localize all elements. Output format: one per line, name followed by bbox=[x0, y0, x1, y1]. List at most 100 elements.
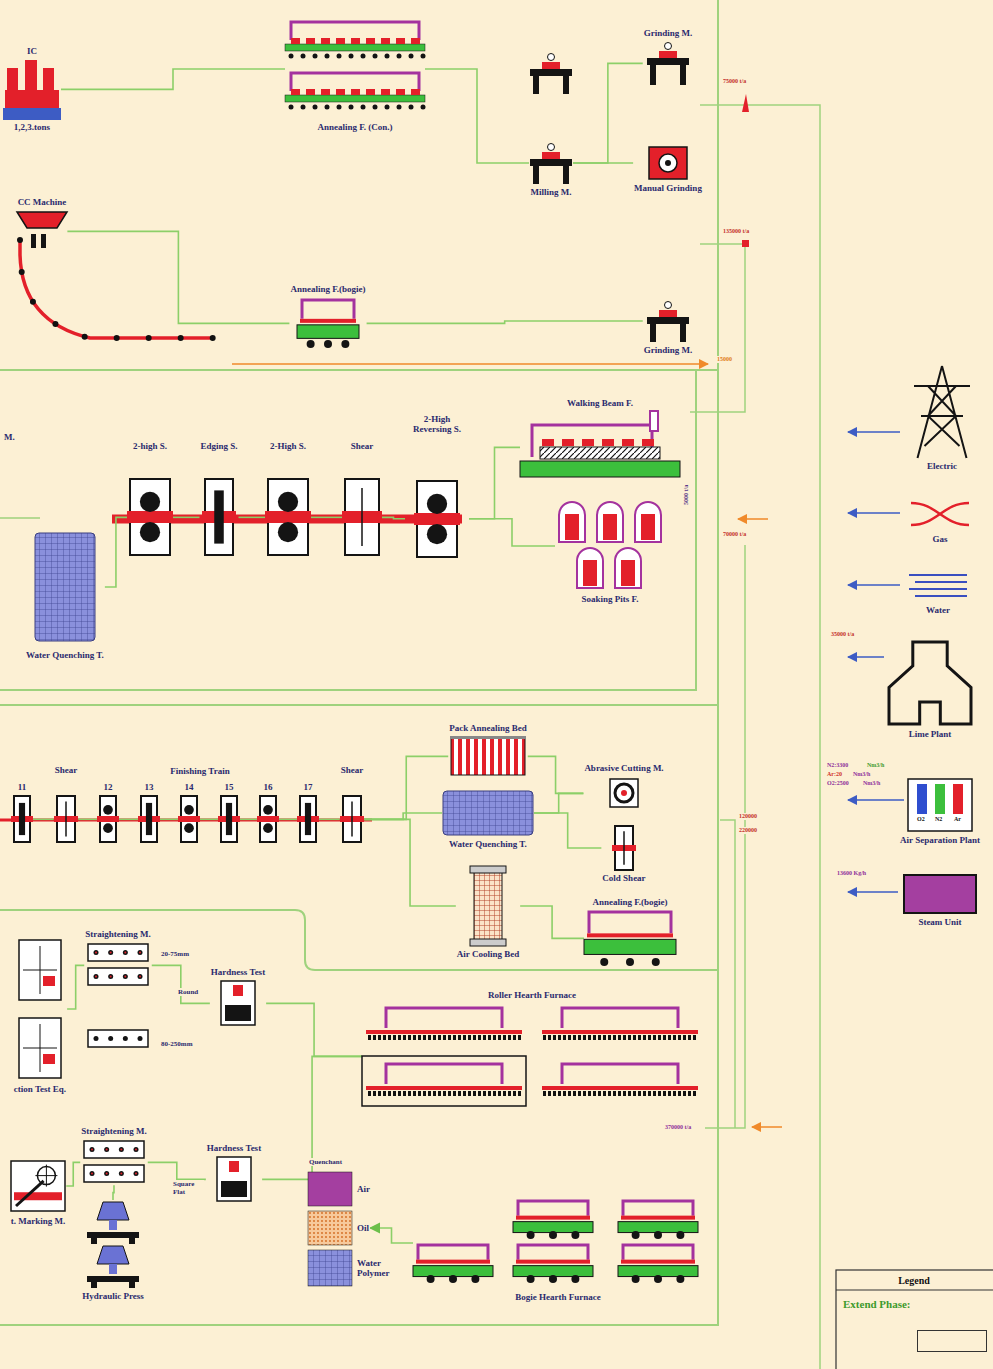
flow-connector bbox=[67, 231, 289, 323]
equipment-icon bbox=[905, 570, 971, 602]
flow-connector bbox=[173, 517, 199, 519]
equipment-icon bbox=[140, 522, 160, 542]
equipment-label: Electric bbox=[926, 461, 958, 471]
equipment-icon bbox=[95, 976, 97, 978]
equipment-label: Edging S. bbox=[199, 441, 238, 451]
machine-symbol bbox=[548, 54, 555, 61]
equipment-icon bbox=[421, 54, 426, 59]
equipment-node: 14 bbox=[178, 782, 200, 842]
equipment-icon bbox=[41, 234, 46, 248]
equipment-icon bbox=[385, 105, 390, 110]
equipment-label: Water bbox=[925, 605, 951, 615]
equipment-icon bbox=[549, 1275, 557, 1283]
equipment-icon bbox=[659, 310, 677, 317]
equipment-icon bbox=[542, 1086, 698, 1090]
equipment-icon bbox=[89, 1147, 94, 1152]
equipment-icon bbox=[127, 511, 173, 523]
annotation-label: M. bbox=[3, 432, 16, 442]
equipment-label: Annealing F.(bogie) bbox=[591, 897, 668, 907]
equipment-icon bbox=[120, 1173, 122, 1175]
equipment-icon bbox=[119, 1171, 124, 1176]
equipment-icon bbox=[104, 1147, 109, 1152]
section-panel bbox=[0, 910, 718, 970]
equipment-icon bbox=[349, 105, 354, 110]
utility-node: Steam Unit bbox=[903, 874, 977, 927]
equipment-label: t. Marking M. bbox=[10, 1216, 67, 1226]
equipment-icon bbox=[351, 802, 353, 837]
equipment-icon bbox=[366, 1030, 522, 1034]
equipment-node: Water Quenching T. bbox=[442, 790, 534, 849]
equipment-icon bbox=[626, 958, 634, 966]
equipment-icon bbox=[647, 317, 689, 324]
utility-node: Lime Plant bbox=[887, 640, 973, 739]
equipment-icon bbox=[414, 513, 460, 525]
equipment-icon bbox=[904, 875, 976, 913]
equipment-icon bbox=[421, 105, 426, 110]
equipment-icon bbox=[917, 784, 927, 814]
equipment-label: Grinding M. bbox=[643, 345, 694, 355]
equipment-icon bbox=[907, 778, 973, 832]
equipment-icon bbox=[418, 1245, 488, 1260]
equipment-icon bbox=[621, 560, 635, 586]
equipment-icon bbox=[597, 502, 623, 542]
equipment-label: Pack Annealing Bed bbox=[448, 723, 528, 733]
equipment-icon bbox=[278, 522, 298, 542]
equipment-icon bbox=[366, 38, 375, 44]
equipment-icon bbox=[325, 54, 330, 59]
equipment-icon bbox=[409, 54, 414, 59]
equipment-node: Air Cooling Bed bbox=[456, 866, 520, 959]
equipment-label: Hardness Test bbox=[206, 1143, 262, 1153]
equipment-icon bbox=[324, 340, 332, 348]
equipment-icon bbox=[659, 51, 677, 58]
equipment-icon bbox=[909, 574, 967, 576]
equipment-icon bbox=[83, 1200, 143, 1288]
equipment-label: Annealing F.(bogie) bbox=[289, 284, 366, 294]
equipment-icon bbox=[584, 940, 676, 955]
equipment-label: Gas bbox=[931, 534, 948, 544]
annotation-label: 13600 Kg/h bbox=[836, 870, 867, 877]
equipment-icon bbox=[321, 89, 330, 95]
machine-symbol bbox=[94, 1036, 99, 1041]
equipment-icon bbox=[609, 778, 639, 808]
equipment-icon bbox=[887, 640, 973, 726]
equipment-icon bbox=[650, 324, 656, 342]
equipment-icon bbox=[935, 784, 945, 814]
equipment-icon bbox=[602, 439, 614, 446]
equipment-node: Manual Grinding bbox=[633, 146, 703, 193]
utility-node: Air Separation Plant bbox=[899, 778, 981, 845]
equipment-icon bbox=[23, 946, 57, 994]
machine-symbol bbox=[108, 1036, 113, 1041]
quenchant-node: Oil bbox=[308, 1211, 370, 1245]
equipment-icon bbox=[361, 488, 363, 546]
legend-frame bbox=[836, 1289, 993, 1290]
equipment-node: Straightening M. bbox=[84, 929, 152, 988]
equipment-label: Water Quenching T. bbox=[448, 839, 528, 849]
utility-arrow bbox=[848, 432, 904, 892]
equipment-label: Straightening M. bbox=[84, 929, 152, 939]
equipment-icon bbox=[520, 411, 680, 483]
equipment-icon bbox=[289, 105, 294, 110]
equipment-label: Milling M. bbox=[530, 187, 573, 197]
flow-connector bbox=[534, 813, 601, 848]
equipment-label: ction Test Eq. bbox=[13, 1084, 67, 1094]
equipment-node: t. Marking M. bbox=[10, 1160, 67, 1226]
equipment-label: Cold Shear bbox=[601, 873, 646, 883]
transfer-arrow bbox=[232, 363, 708, 365]
flow-connector bbox=[469, 519, 555, 546]
equipment-label: Lime Plant bbox=[908, 729, 953, 739]
annotation-label: N2 bbox=[934, 816, 943, 823]
flow-connector bbox=[573, 63, 643, 163]
equipment-icon bbox=[308, 1172, 352, 1206]
annotation-label: 120000 bbox=[738, 813, 758, 820]
equipment-icon bbox=[291, 73, 419, 91]
equipment-icon bbox=[649, 147, 687, 179]
section-panel bbox=[0, 0, 718, 370]
equipment-icon bbox=[3, 58, 61, 120]
equipment-icon bbox=[530, 159, 572, 166]
equipment-icon bbox=[470, 939, 506, 946]
equipment-icon bbox=[135, 1149, 137, 1151]
equipment-icon bbox=[349, 54, 354, 59]
equipment-icon bbox=[10, 1160, 66, 1212]
equipment-icon bbox=[306, 38, 315, 44]
